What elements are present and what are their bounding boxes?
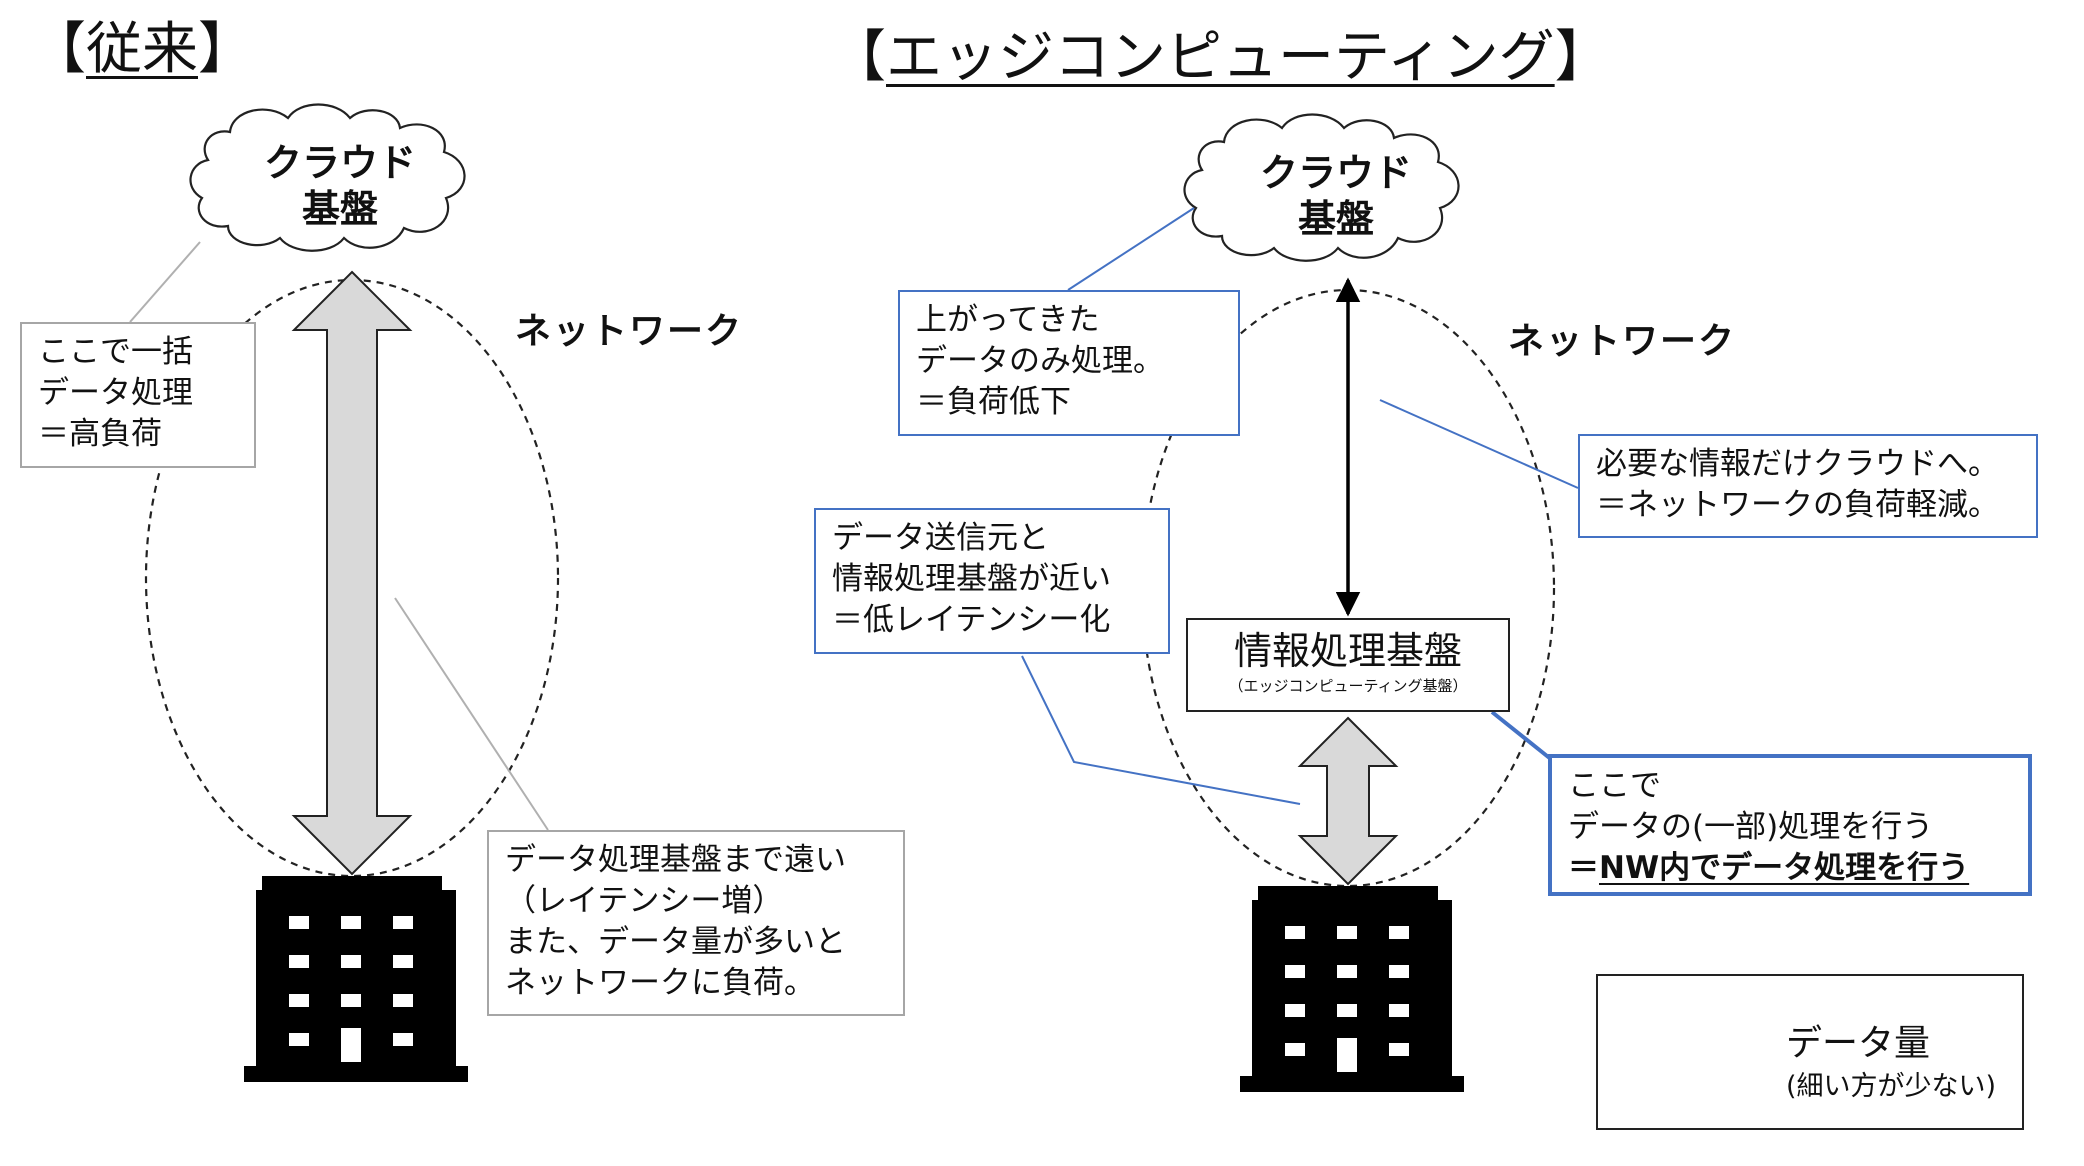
callout-cloud-reduced-load: 上がってきた データのみ処理。 ＝負荷低下	[898, 290, 1240, 436]
callout-line: 上がってきた	[916, 302, 1100, 338]
cloud-label-left: クラウド 基盤	[250, 140, 430, 232]
callout-edge-processing: ここで データの(一部)処理を行う ＝NW内でデータ処理を行う	[1548, 754, 2032, 896]
callout-connector-cloud	[1067, 207, 1195, 291]
callout-line: データ処理	[38, 375, 193, 411]
callout-line: データ送信元と	[832, 520, 1049, 556]
callout-connector-network	[1379, 399, 1579, 489]
callout-connector-latency	[1021, 655, 1301, 805]
callout-line: ここで一括	[38, 334, 193, 370]
data-arrow-right	[1297, 716, 1399, 886]
left-panel-title: 【従来】	[30, 22, 254, 78]
callout-connector-edge	[1490, 710, 1554, 762]
callout-line-emphasis: ＝NW内でデータ処理を行う	[1568, 848, 2012, 889]
title-bracket-open-right: 【	[830, 25, 886, 90]
legend-note: (細い方が少ない)	[1786, 1071, 1997, 1102]
cloud-label-right-line2: 基盤	[1297, 197, 1374, 241]
edge-box-subtitle: （エッジコンピューティング基盤）	[1228, 677, 1468, 695]
callout-line: データの(一部)処理を行う	[1568, 809, 1934, 845]
callout-line: ここで	[1568, 768, 1661, 804]
callout-line: また、データ量が多いと	[505, 924, 846, 960]
network-label-right: ネットワーク	[1508, 321, 1737, 362]
callout-line: ＝高負荷	[38, 416, 162, 452]
edge-processing-box: 情報処理基盤 （エッジコンピューティング基盤）	[1186, 618, 1510, 712]
title-text-left: 従来	[86, 17, 198, 82]
callout-centralized-processing: ここで一括 データ処理 ＝高負荷	[20, 322, 256, 468]
callout-line: データ処理基盤まで遠い	[505, 842, 846, 878]
callout-connector-top-left	[129, 241, 201, 323]
title-bracket-close-right: 】	[1554, 25, 1611, 90]
callout-connector-bottom-left	[394, 597, 549, 831]
building-icon-left	[244, 876, 468, 1082]
cloud-label-right: クラウド 基盤	[1246, 150, 1426, 242]
data-arrow-left	[291, 270, 413, 876]
callout-latency-problem: データ処理基盤まで遠い （レイテンシー増） また、データ量が多いと ネットワーク…	[487, 830, 905, 1016]
title-bracket-open-left: 【	[30, 17, 86, 82]
callout-line: （レイテンシー増）	[505, 883, 784, 919]
cloud-shape-left	[189, 103, 466, 252]
title-bracket-close-left: 】	[198, 17, 254, 82]
cloud-label-right-line1: クラウド	[1259, 151, 1412, 195]
callout-line: ＝ネットワークの負荷軽減。	[1596, 487, 1999, 523]
legend-label: データ量	[1786, 1023, 1931, 1064]
callout-emphasis-prefix: ＝	[1568, 850, 1599, 886]
building-icon-right	[1240, 886, 1464, 1092]
callout-line: データのみ処理。	[916, 343, 1164, 379]
edge-box-title: 情報処理基盤	[1233, 629, 1462, 673]
cloud-label-left-line1: クラウド	[263, 141, 416, 185]
legend-box: データ量 (細い方が少ない)	[1596, 974, 2024, 1130]
callout-line: 必要な情報だけクラウドへ。	[1596, 446, 1999, 482]
callout-emphasis-text: NW内でデータ処理を行う	[1599, 850, 1970, 886]
right-panel-title: 【エッジコンピューティング】	[830, 30, 1611, 86]
callout-line: ＝負荷低下	[916, 384, 1071, 420]
callout-network-reduced-load: 必要な情報だけクラウドへ。 ＝ネットワークの負荷軽減。	[1578, 434, 2038, 538]
callout-line: 情報処理基盤が近い	[832, 561, 1111, 597]
network-label-left: ネットワーク	[515, 311, 744, 352]
callout-line: ＝低レイテンシー化	[832, 602, 1111, 638]
cloud-shape-right	[1183, 113, 1460, 262]
cloud-label-left-line2: 基盤	[301, 187, 378, 231]
callout-low-latency: データ送信元と 情報処理基盤が近い ＝低レイテンシー化	[814, 508, 1170, 654]
callout-line: ネットワークに負荷。	[505, 965, 815, 1001]
title-text-right: エッジコンピューティング	[886, 25, 1555, 90]
